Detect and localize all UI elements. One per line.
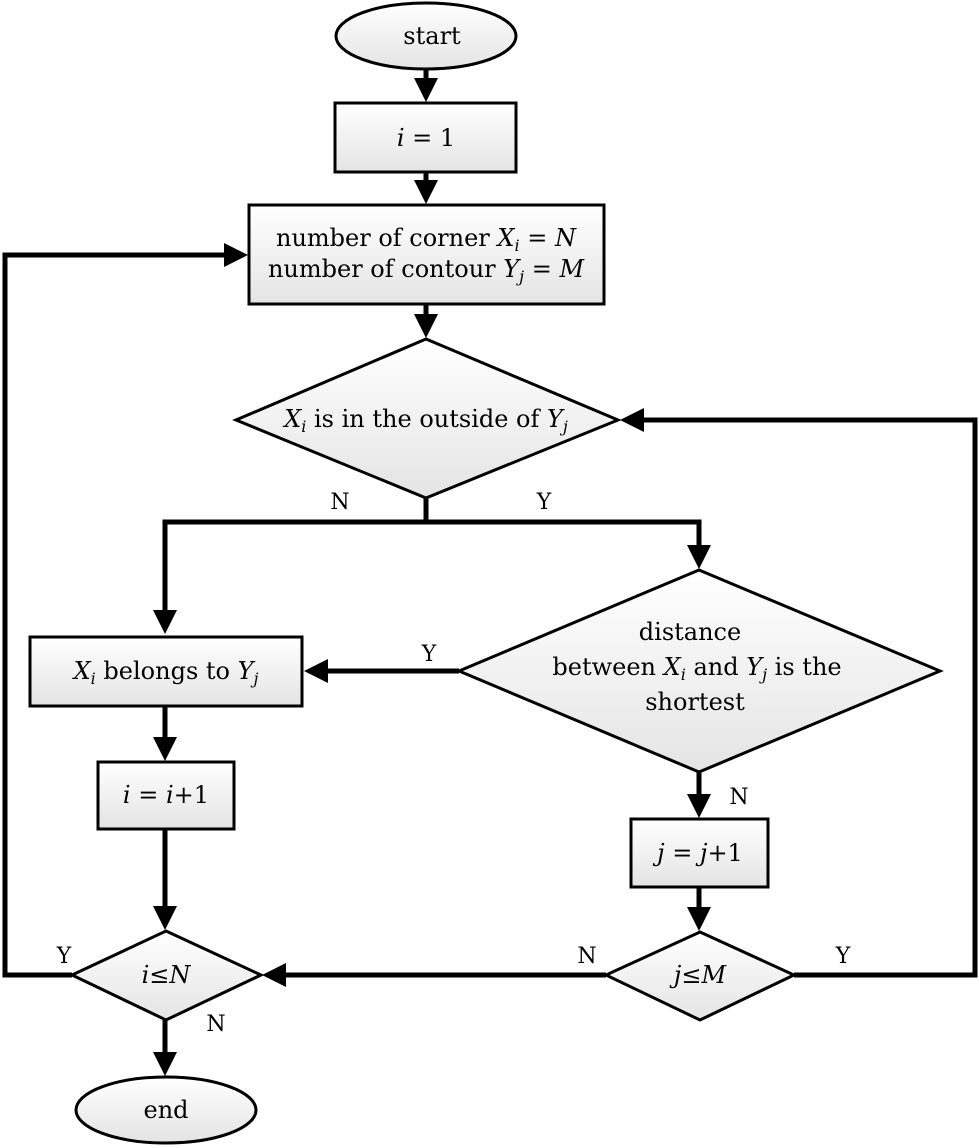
- belongs-label: Xi belongs to Yj: [72, 657, 259, 688]
- check-j-node: j≤M: [602, 930, 798, 1022]
- arrowhead: [224, 243, 248, 267]
- check-i-no-label: N: [206, 1012, 225, 1037]
- check-j-label: j≤M: [669, 961, 728, 989]
- outside-check-label: Xi is in the outside of Yj: [282, 405, 568, 436]
- outside-no-label: N: [330, 490, 349, 515]
- increment-j-label: j = j+1: [652, 839, 743, 867]
- init-i-label: i = 1: [397, 124, 455, 152]
- arrowhead: [414, 78, 438, 102]
- contour-count-label: number of contour Yj = M: [268, 255, 585, 286]
- check-i-node: i≤N: [68, 929, 265, 1022]
- arrowhead: [687, 794, 711, 818]
- check-i-label: i≤N: [142, 961, 192, 989]
- arrowhead: [153, 737, 177, 761]
- belongs-node: Xi belongs to Yj: [28, 635, 304, 708]
- distance-line3: shortest: [645, 688, 745, 716]
- outside-check-node: Xi is in the outside of Yj: [232, 337, 622, 500]
- check-i-yes-label: Y: [56, 944, 72, 969]
- distance-line2: between Xi and Yj is the: [552, 653, 841, 684]
- edge-outside-no: [162, 498, 429, 618]
- arrowhead: [153, 610, 177, 634]
- increment-i-label: i = i+1: [123, 781, 209, 809]
- distance-line1: distance: [639, 618, 741, 646]
- end-node: end: [74, 1075, 258, 1145]
- arrowhead: [304, 659, 328, 683]
- arrowhead: [153, 1052, 177, 1076]
- check-j-yes-label: Y: [835, 944, 851, 969]
- check-j-no-label: N: [577, 944, 596, 969]
- end-label: end: [143, 1096, 188, 1124]
- arrowhead: [262, 963, 286, 987]
- edge-labels: N Y Y N Y N N Y: [56, 490, 851, 1037]
- arrowhead: [153, 906, 177, 930]
- arrowhead: [687, 545, 711, 569]
- edge-checkj-yes: [636, 417, 978, 978]
- corner-count-label: number of corner Xi = N: [276, 224, 577, 255]
- edge-checki-yes: [2, 252, 232, 978]
- edge-outside-yes: [426, 519, 702, 552]
- distance-yes-label: Y: [421, 642, 437, 667]
- arrowhead: [620, 408, 644, 432]
- set-counts-node: number of corner Xi = N number of contou…: [247, 203, 606, 306]
- arrowhead: [687, 907, 711, 931]
- increment-i-node: i = i+1: [96, 760, 236, 831]
- outside-yes-label: Y: [536, 490, 552, 515]
- increment-j-node: j = j+1: [629, 817, 770, 889]
- distance-no-label: N: [729, 785, 748, 810]
- arrowhead: [414, 314, 438, 338]
- distance-check-node: distance between Xi and Yj is the shorte…: [455, 568, 944, 774]
- start-label: start: [403, 22, 461, 50]
- start-node: start: [334, 1, 518, 71]
- edges: [2, 68, 978, 1076]
- init-i-node: i = 1: [333, 101, 518, 174]
- arrowhead: [414, 180, 438, 204]
